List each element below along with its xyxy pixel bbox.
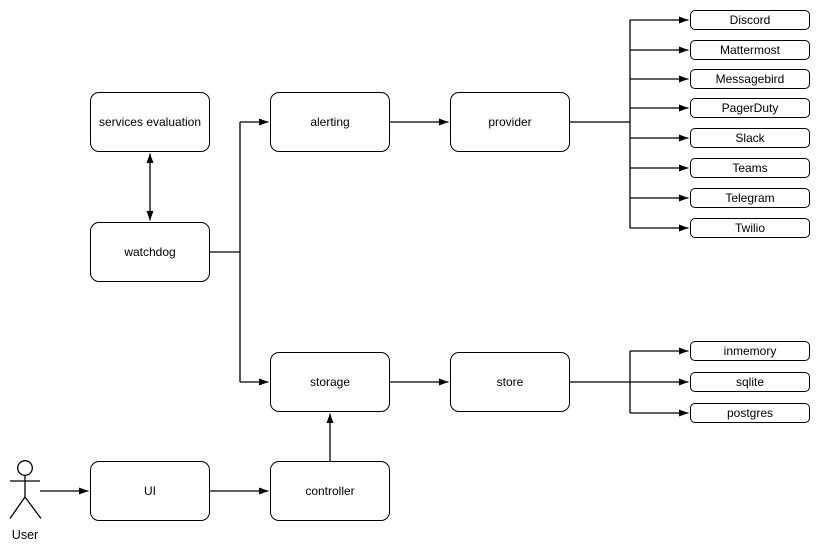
node-watchdog: watchdog (90, 222, 210, 282)
leaf-teams: Teams (690, 158, 810, 178)
leaf-mattermost: Mattermost (690, 40, 810, 60)
node-services-evaluation: services evaluation (90, 92, 210, 152)
leaf-slack: Slack (690, 128, 810, 148)
node-store: store (450, 352, 570, 412)
node-controller: controller (270, 461, 390, 521)
leaf-twilio: Twilio (690, 218, 810, 238)
user-actor-label: User (11, 528, 39, 542)
leaf-telegram: Telegram (690, 188, 810, 208)
edge-provider-trunk (570, 20, 631, 228)
edge-store-trunk (570, 351, 631, 413)
leaf-sqlite: sqlite (690, 372, 810, 392)
leaf-pagerduty: PagerDuty (690, 98, 810, 118)
leaf-inmemory: inmemory (690, 341, 810, 361)
leaf-postgres: postgres (690, 403, 810, 423)
node-ui: UI (90, 461, 210, 521)
leaf-discord: Discord (690, 10, 810, 30)
node-provider: provider (450, 92, 570, 152)
edge-watchdog-trunk (210, 122, 241, 382)
node-storage: storage (270, 352, 390, 412)
leaf-messagebird: Messagebird (690, 69, 810, 89)
user-actor-icon (9, 460, 42, 519)
node-alerting: alerting (270, 92, 390, 152)
